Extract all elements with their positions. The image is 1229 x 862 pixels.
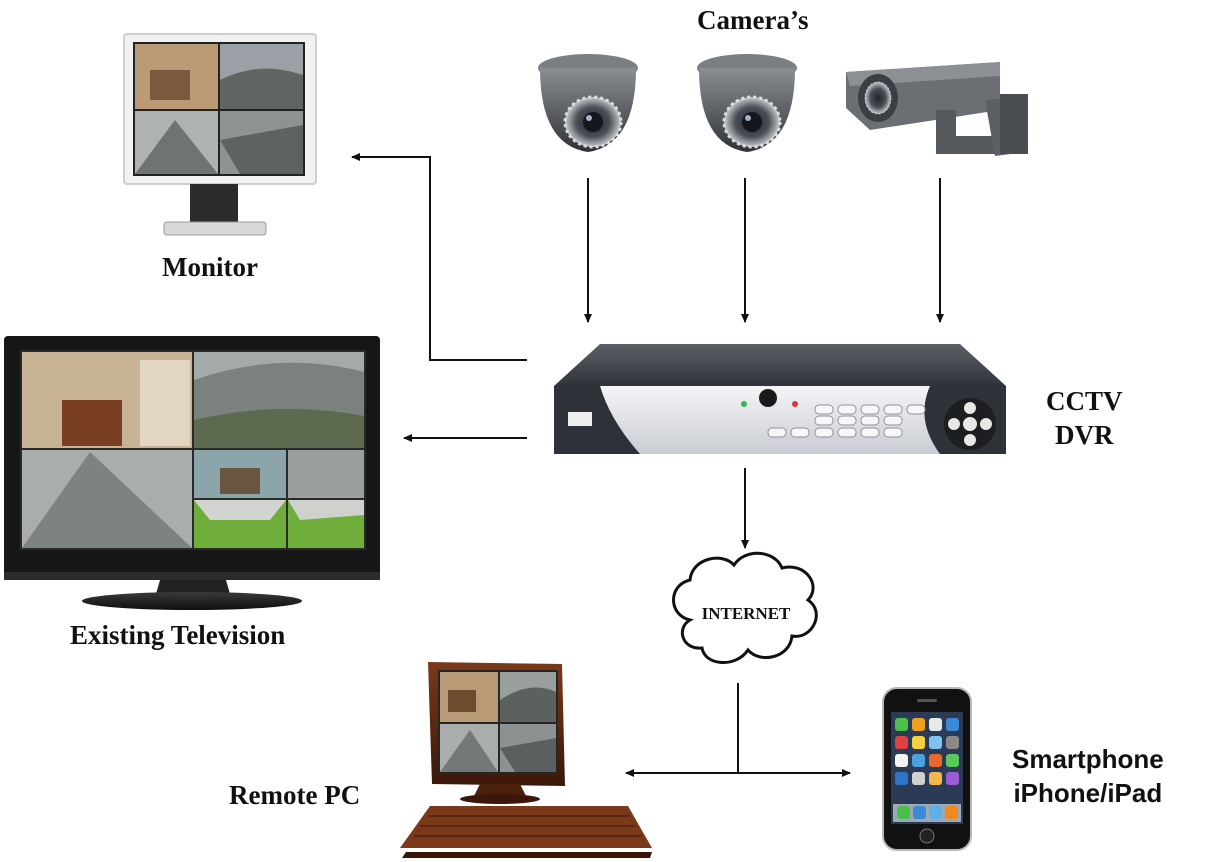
dvr-label-line2: DVR <box>1055 420 1114 450</box>
dvr-label: CCTV DVR <box>1046 384 1123 452</box>
monitor-label: Monitor <box>162 252 258 282</box>
dome-camera-icon <box>538 54 638 152</box>
remote-pc-label: Remote PC <box>229 780 361 810</box>
smartphone-label: Smartphone iPhone/iPad <box>1012 742 1164 810</box>
internet-label: INTERNET <box>702 604 791 623</box>
television-label: Existing Television <box>70 620 286 650</box>
pc-icon <box>400 662 652 858</box>
smartphone-label-line2: iPhone/iPad <box>1013 778 1163 808</box>
arrow-dvr-to-monitor <box>351 153 527 361</box>
cloud-icon: INTERNET <box>672 551 818 664</box>
home-button <box>919 828 935 844</box>
connectors <box>351 153 944 777</box>
dvr-icon <box>554 344 1006 454</box>
dome-camera-icon <box>697 54 797 152</box>
smartphone-label-line1: Smartphone <box>1012 744 1164 774</box>
app-grid <box>893 718 961 822</box>
cameras-label: Camera’s <box>697 5 809 35</box>
monitor-icon <box>123 33 317 236</box>
smartphone-icon <box>882 687 972 851</box>
bullet-camera-icon <box>846 62 1028 156</box>
dvr-label-line1: CCTV <box>1046 386 1123 416</box>
dpad-icon <box>944 398 996 450</box>
television-icon <box>4 336 380 610</box>
